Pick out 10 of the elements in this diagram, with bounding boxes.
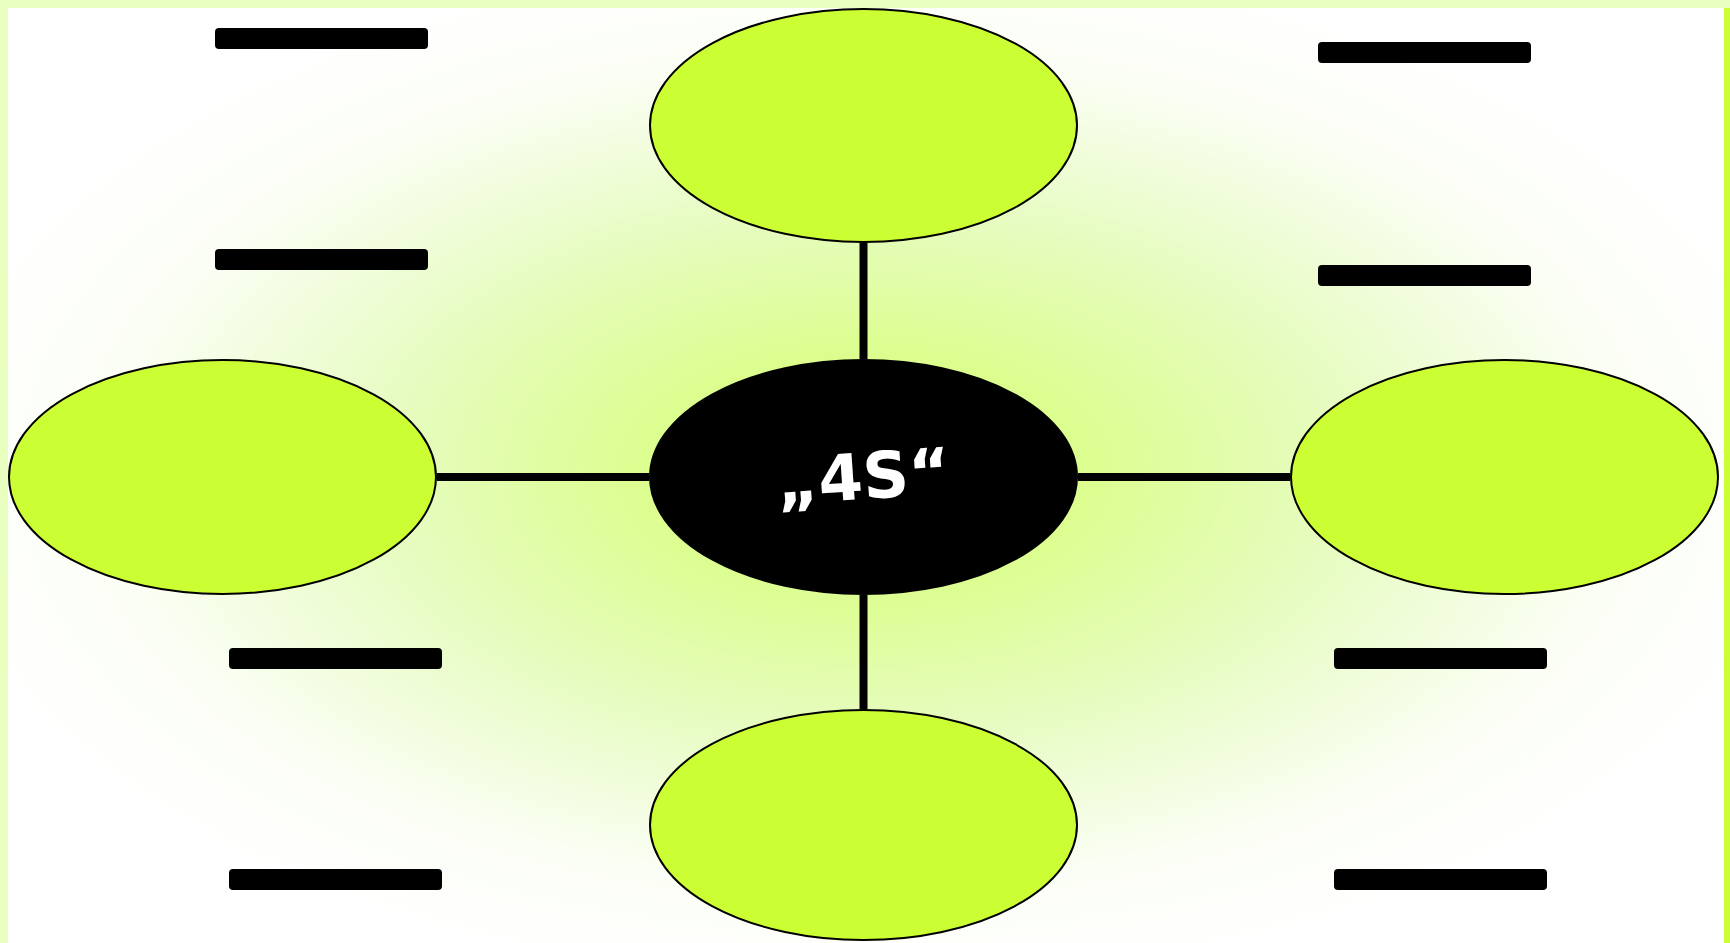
empty-ellipse [8,359,437,595]
connector-line [859,595,868,709]
empty-ellipse [649,8,1078,243]
empty-ellipse [1290,359,1719,595]
connector-line [437,473,649,481]
connector-line [1078,473,1290,481]
center-title: „4S“ [773,434,954,520]
connector-line [859,243,868,359]
empty-ellipse [649,709,1078,941]
center-ellipse [649,359,1078,595]
